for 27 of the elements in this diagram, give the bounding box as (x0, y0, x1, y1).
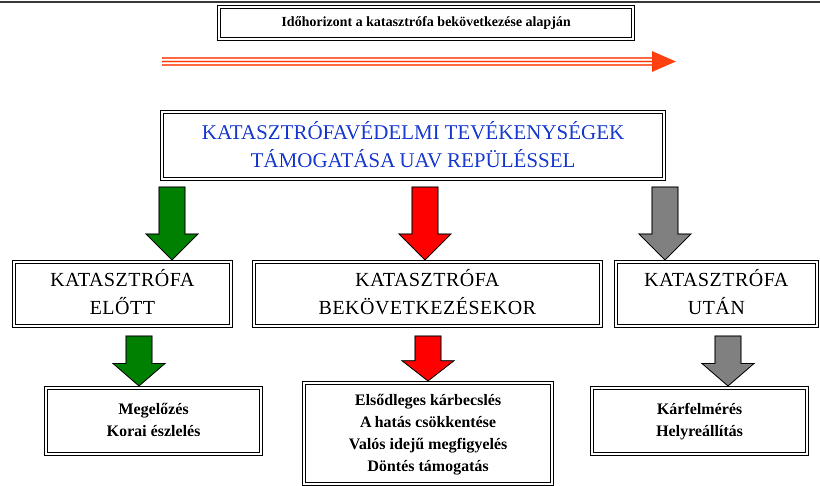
task-item: Valós idejű megfigyelés (348, 434, 508, 454)
phase-label: KATASZTRÓFA UTÁN (643, 268, 790, 321)
task-box (44, 386, 263, 456)
main-box (160, 110, 666, 181)
block-arrow (638, 186, 692, 261)
phase-box (12, 260, 233, 328)
phase-label: KATASZTRÓFA BEKÖVETKEZÉSEKOR (318, 268, 538, 321)
title-box (217, 5, 635, 41)
task-item: A hatás csökkentése (360, 412, 496, 432)
task-item: Helyreállítás (656, 422, 743, 442)
phase-label: KATASZTRÓFA ELŐTT (49, 268, 196, 321)
phase-box (614, 260, 819, 328)
task-box (590, 386, 809, 456)
task-item: Elsődleges kárbecslés (354, 390, 502, 410)
task-item: Megelőzés (118, 400, 189, 420)
phase-box (252, 260, 603, 328)
task-item: Döntés támogatás (367, 456, 489, 476)
task-item: Korai észlelés (106, 422, 200, 442)
block-arrow (398, 186, 452, 261)
block-arrow (700, 336, 756, 387)
task-box (302, 381, 554, 486)
block-arrow (112, 336, 166, 387)
title-text: Időhorizont a katasztrófa bekövetkezése alapján (281, 15, 571, 31)
main-heading: KATASZTRÓFAVÉDELMI TEVÉKENYSÉGEK TÁMOGATÁSA UAV REPÜLÉSSEL (200, 118, 626, 174)
block-arrow (144, 186, 200, 261)
task-item: Kárfelmérés (656, 400, 742, 420)
block-arrow (400, 336, 456, 382)
